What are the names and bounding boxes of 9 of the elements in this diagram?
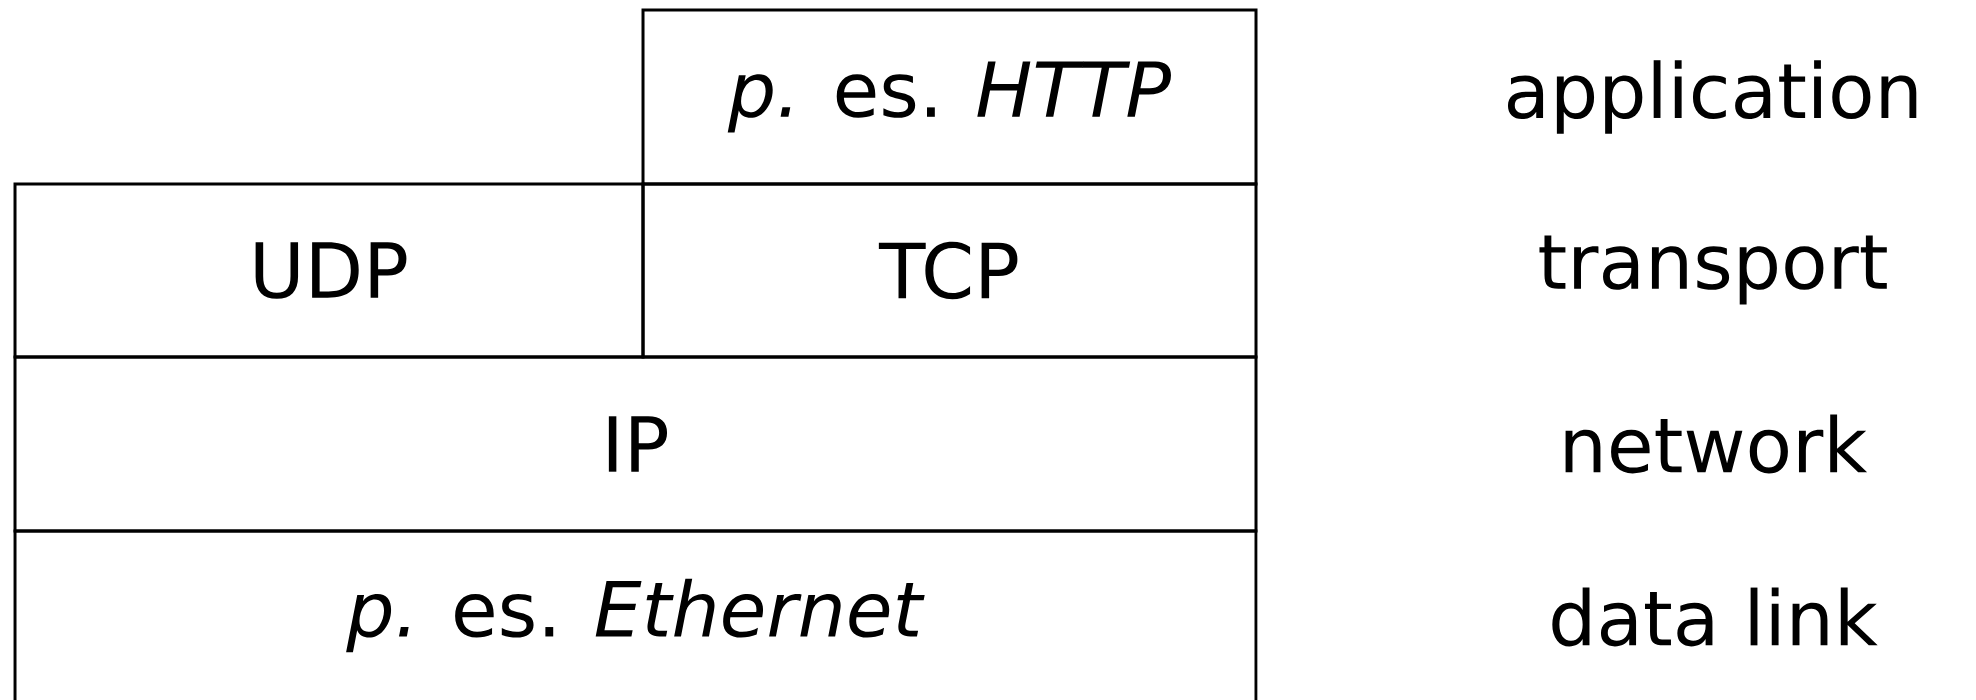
layer-label: application — [1507, 60, 1917, 134]
layer-box: TCP — [641, 182, 1258, 359]
layer-box: IP — [13, 355, 1258, 533]
layer-label: transport — [1539, 235, 1887, 305]
layer-label: network — [1565, 414, 1868, 474]
layer-box: UDP — [13, 182, 645, 359]
layer-label: data link — [1552, 587, 1878, 647]
layer-box: p. es. Ethernet — [13, 529, 1258, 700]
layer-box: p. es. HTTP — [641, 8, 1258, 186]
